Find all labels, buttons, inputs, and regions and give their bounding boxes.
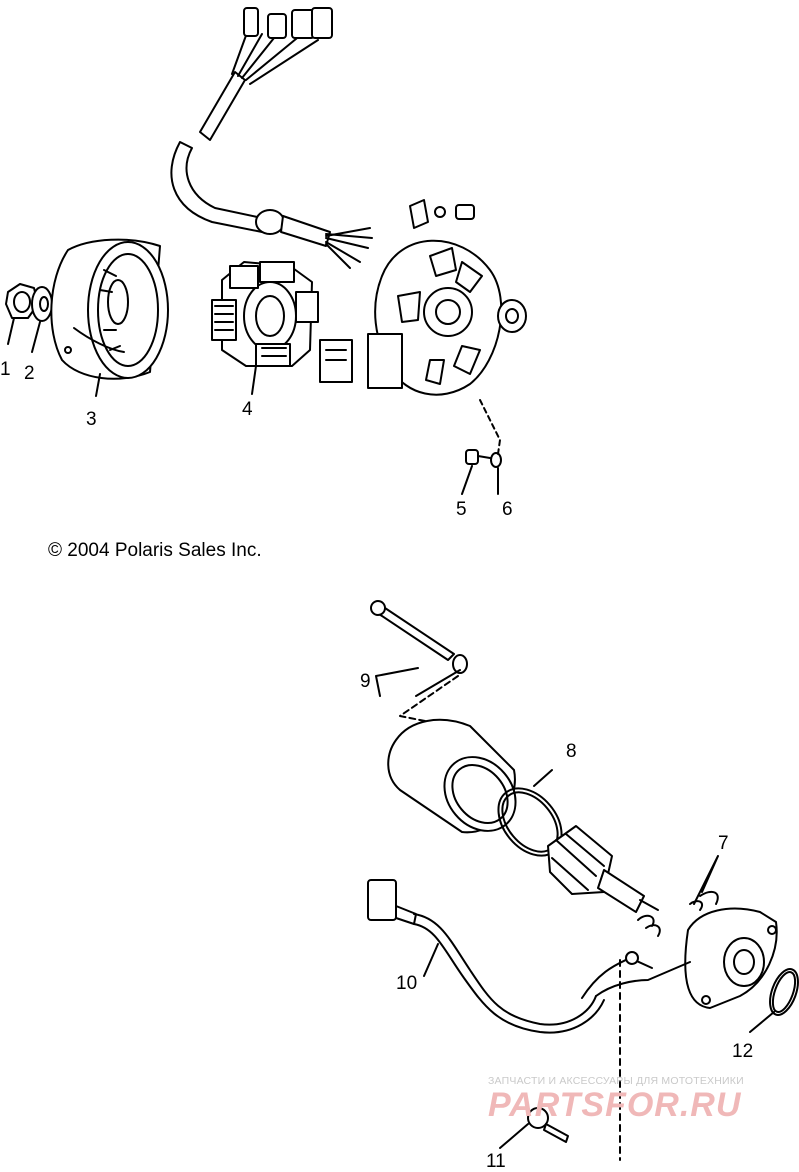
callout-8: 8 xyxy=(566,741,577,762)
starter-mount-bolt xyxy=(527,1107,569,1143)
copyright-notice: © 2004 Polaris Sales Inc. xyxy=(48,540,262,561)
callout-6: 6 xyxy=(502,499,513,520)
stator xyxy=(211,261,319,367)
callout-11: 11 xyxy=(486,1151,506,1172)
end-cover-o-ring xyxy=(769,968,799,1016)
watermark-logo: PARTSFOR.RU xyxy=(488,1086,742,1124)
stator-screw xyxy=(465,449,491,465)
callout-3: 3 xyxy=(86,409,97,430)
starter-motor-housing xyxy=(387,718,517,834)
callout-5: 5 xyxy=(456,499,467,520)
callout-7: 7 xyxy=(718,833,729,854)
starter-armature xyxy=(547,825,659,913)
stator-wire-harness xyxy=(170,7,373,269)
callout-12: 12 xyxy=(732,1041,754,1062)
callout-10: 10 xyxy=(396,973,418,994)
flywheel-washer xyxy=(31,286,53,322)
stator-screw-washer xyxy=(490,452,502,468)
callout-4: 4 xyxy=(242,399,253,420)
starter-through-bolts xyxy=(370,600,468,674)
callout-9: 9 xyxy=(360,671,371,692)
watermark-tagline: ЗАПЧАСТИ И АКСЕССУАРЫ ДЛЯ МОТОТЕХНИКИ xyxy=(488,1075,744,1087)
callout-2: 2 xyxy=(24,363,35,384)
flywheel xyxy=(50,238,169,380)
starter-cable xyxy=(367,879,691,1161)
starter-brush-clips xyxy=(637,890,719,937)
stator-plate xyxy=(319,199,527,396)
starter-end-cover xyxy=(684,907,778,1009)
callout-1: 1 xyxy=(0,359,11,380)
